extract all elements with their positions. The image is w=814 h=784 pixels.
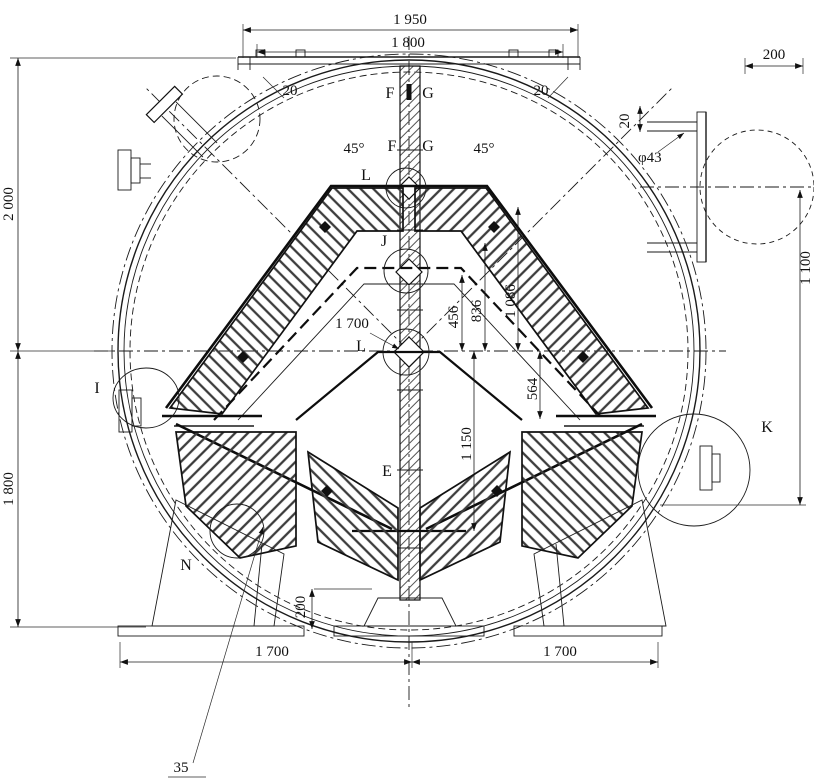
lower-center-right-baffle-plate (419, 450, 512, 582)
middle-chevron-inner-line (237, 283, 581, 421)
dim-text-phi43: φ43 (638, 150, 662, 166)
dimension-lines (10, 24, 806, 778)
dim-text-1086: 1 086 (503, 284, 519, 318)
section-letter-F-top: F (386, 85, 395, 102)
detail-letter-L-upper: L (361, 167, 371, 184)
detail-letter-K: K (761, 419, 773, 436)
nozzle-flange-line (158, 98, 179, 119)
upper-left-baffle-plate (168, 187, 404, 415)
section-letter-F-mid: F (388, 138, 397, 155)
nozzles (117, 75, 814, 491)
fastener-mark (237, 351, 249, 363)
fastener-mark (321, 485, 333, 497)
nozzle-pipe-wall (161, 115, 204, 158)
lower-right-baffle-plate (521, 431, 643, 559)
detail-circle-I (112, 367, 180, 429)
detail-letter-N: N (180, 557, 192, 574)
dim-text-20-left: 20 (283, 83, 298, 99)
left-base-plate (117, 625, 305, 637)
detail-circle-J (383, 248, 429, 294)
section-cut-bar-FG (406, 84, 412, 100)
column-body (399, 65, 421, 601)
detail-circle-L-middle (382, 328, 430, 376)
detail-circle-N (209, 503, 265, 559)
dim-text-20-nozzle: 20 (617, 114, 633, 129)
upper-left-nozzle-phantom-circle (173, 75, 261, 163)
section-letters: F G F G L J L E I K N (94, 85, 773, 574)
dim-text-2000: 2 000 (1, 187, 17, 221)
leader-line-35 (192, 526, 264, 764)
left-saddle-rib (253, 543, 263, 627)
detail-circle-L-upper (385, 167, 427, 209)
leader-line-phi43 (657, 132, 685, 153)
left-lower-flange-inner (131, 397, 142, 427)
supports (117, 499, 667, 637)
section-letter-G-top: G (422, 85, 434, 102)
dim-text-1700-bottom-left: 1 700 (255, 644, 289, 660)
section-letter-G-mid: G (422, 138, 434, 155)
upper-left-nozzle (145, 85, 218, 158)
dim-text-200-right: 200 (763, 47, 786, 63)
dim-text-836: 836 (469, 299, 485, 322)
middle-chevron-hidden-outline (213, 266, 605, 421)
fastener-mark (488, 221, 500, 233)
diagonal-45-right (408, 87, 673, 352)
detail-letter-I: I (94, 380, 99, 397)
dim-text-45-left: 45° (344, 141, 365, 157)
dim-text-1950: 1 950 (393, 12, 427, 28)
right-saddle-rib (555, 543, 565, 627)
upper-right-baffle-plate (414, 187, 650, 415)
detail-circle-K (637, 413, 751, 527)
detail-letter-L-middle: L (356, 338, 366, 355)
dimension-texts: 1 950 1 800 2 000 1 800 200 1 100 20 20 … (1, 12, 814, 776)
fastener-mark (577, 351, 589, 363)
dim-text-1700-inner: 1 700 (335, 316, 369, 332)
lower-left-baffle-plate (175, 431, 297, 559)
lower-center-left-baffle-plate (306, 450, 399, 582)
dim-text-35: 35 (174, 760, 189, 776)
leader-line-20-left (262, 76, 285, 99)
leader-line-20-right (547, 76, 569, 99)
dim-text-20-right: 20 (534, 83, 549, 99)
right-base-plate (513, 625, 663, 637)
detail-markers (112, 84, 751, 559)
fastener-mark (491, 485, 503, 497)
dim-text-45-right: 45° (474, 141, 495, 157)
nozzle-pipe-wall (175, 101, 218, 144)
dim-text-456: 456 (446, 305, 462, 328)
upper-chevron-outline (164, 184, 654, 409)
leader-line-1700 (369, 332, 400, 350)
dim-text-564: 564 (525, 377, 541, 400)
dim-text-1800-left: 1 800 (1, 472, 17, 506)
right-lower-flange-inner (711, 453, 721, 483)
lower-chevron-outline (295, 350, 523, 421)
center-base-plate (333, 625, 485, 637)
dim-text-1800-top: 1 800 (391, 35, 425, 51)
dim-text-200-bottom: 200 (293, 596, 309, 619)
fastener-mark (319, 221, 331, 233)
dim-text-1700-bottom-right: 1 700 (543, 644, 577, 660)
dim-text-1150: 1 150 (459, 427, 475, 461)
left-flange-inner (130, 157, 141, 184)
detail-letter-E: E (382, 463, 392, 480)
diagonal-45-left (145, 87, 410, 352)
dim-text-1100: 1 100 (798, 251, 814, 285)
baffle-plates (162, 184, 656, 582)
detail-letter-J: J (381, 233, 387, 250)
